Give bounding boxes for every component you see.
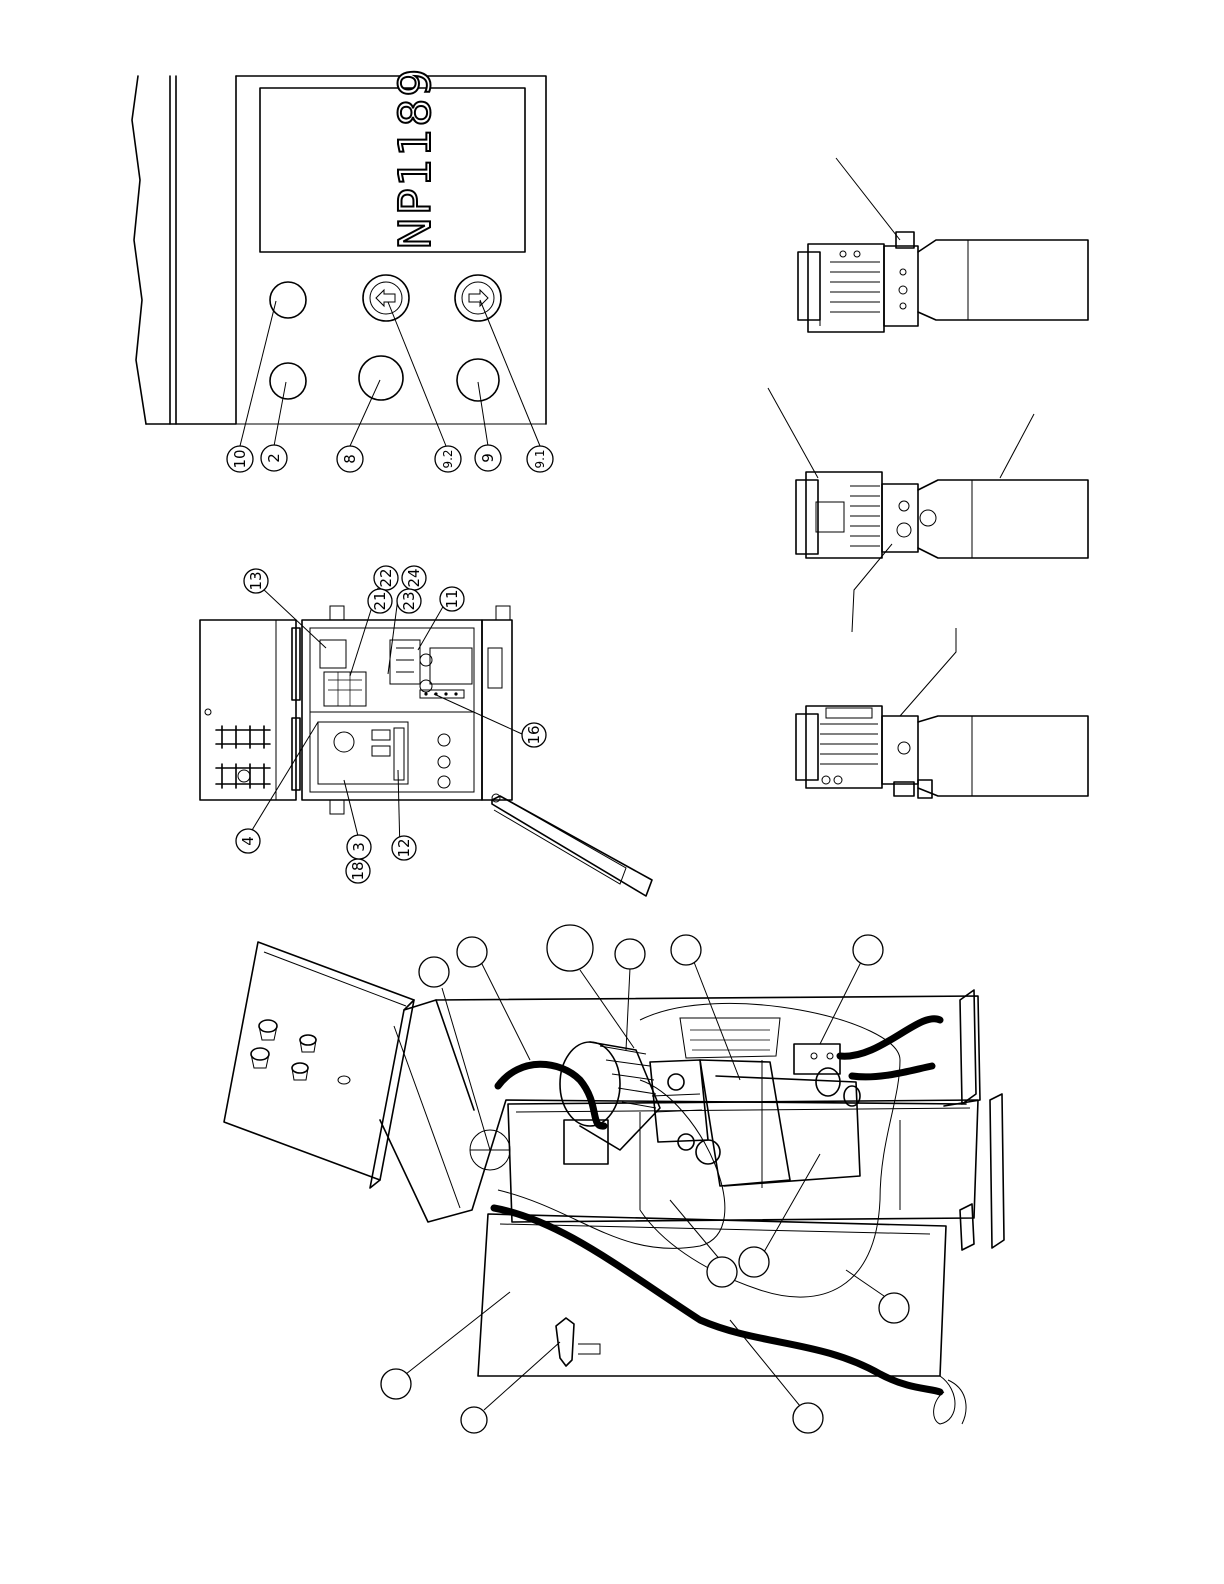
callout-8: 8 [337,446,363,472]
svg-text:10: 10 [231,449,249,468]
drawer-handle[interactable] [556,1318,600,1366]
callout-bubble [381,1369,411,1399]
callout-4: 4 [236,829,260,853]
svg-text:3: 3 [350,842,368,852]
callout-bubble [671,935,701,965]
svg-text:8: 8 [341,454,359,464]
svg-text:9: 9 [479,453,497,463]
callout-10: 10 [227,446,253,472]
left-arrow-button[interactable] [363,275,409,321]
svg-text:2: 2 [265,453,283,463]
callout-16: 16 [522,723,546,747]
callout-2: 2 [261,445,287,471]
callout-13: 13 [244,569,268,593]
svg-text:16: 16 [525,725,543,744]
pump-unit-bottom [796,628,1088,798]
callout-bubble [853,935,883,965]
pump-unit-middle [768,388,1088,632]
svg-text:21: 21 [371,591,389,610]
valve-block [650,1060,720,1164]
callout-bubble [547,925,593,971]
callout-bubble [739,1247,769,1277]
right-arrow-icon [469,290,488,306]
callout-24: 24 [402,566,426,590]
callout-bubble [793,1403,823,1433]
callout-9-1: 9.1 [527,446,553,472]
svg-text:23: 23 [400,591,418,610]
callout-bubble [879,1293,909,1323]
callout-3: 3 [347,835,371,859]
pump-unit-top [798,158,1088,332]
svg-text:24: 24 [405,568,423,587]
pump-elevation-views [768,158,1088,798]
button-8[interactable] [359,356,403,400]
electrical-box-view: 13 22 21 24 23 11 16 4 [200,566,652,896]
callout-bubble [457,937,487,967]
cable-glands [216,726,270,788]
callout-9-2: 9.2 [435,446,461,472]
right-arrow-button[interactable] [455,275,501,321]
svg-text:22: 22 [377,568,395,587]
callout-23: 23 [397,589,421,613]
svg-text:4: 4 [239,836,257,846]
callout-12: 12 [392,836,416,860]
svg-text:9.2: 9.2 [441,449,455,468]
door-buttons [251,1020,350,1084]
svg-text:13: 13 [247,571,265,590]
control-panel-view: NP1189 10 2 [132,67,553,472]
button-10[interactable] [270,282,306,318]
callout-bubble [615,939,645,969]
callout-9: 9 [475,445,501,471]
model-label: NP1189 [390,67,441,250]
callout-bubble [461,1407,487,1433]
callout-bubble [707,1257,737,1287]
motor [470,1042,660,1170]
callout-22: 22 [374,566,398,590]
svg-text:18: 18 [349,861,367,880]
button-9[interactable] [457,359,499,401]
isometric-power-unit [224,925,1004,1433]
svg-text:11: 11 [443,589,461,608]
callout-11: 11 [440,587,464,611]
left-arrow-icon [376,290,395,306]
svg-text:12: 12 [395,838,413,857]
callout-21: 21 [368,589,392,613]
button-2[interactable] [270,363,306,399]
callout-18: 18 [346,859,370,883]
svg-text:9.1: 9.1 [533,449,547,468]
callout-bubble [419,957,449,987]
